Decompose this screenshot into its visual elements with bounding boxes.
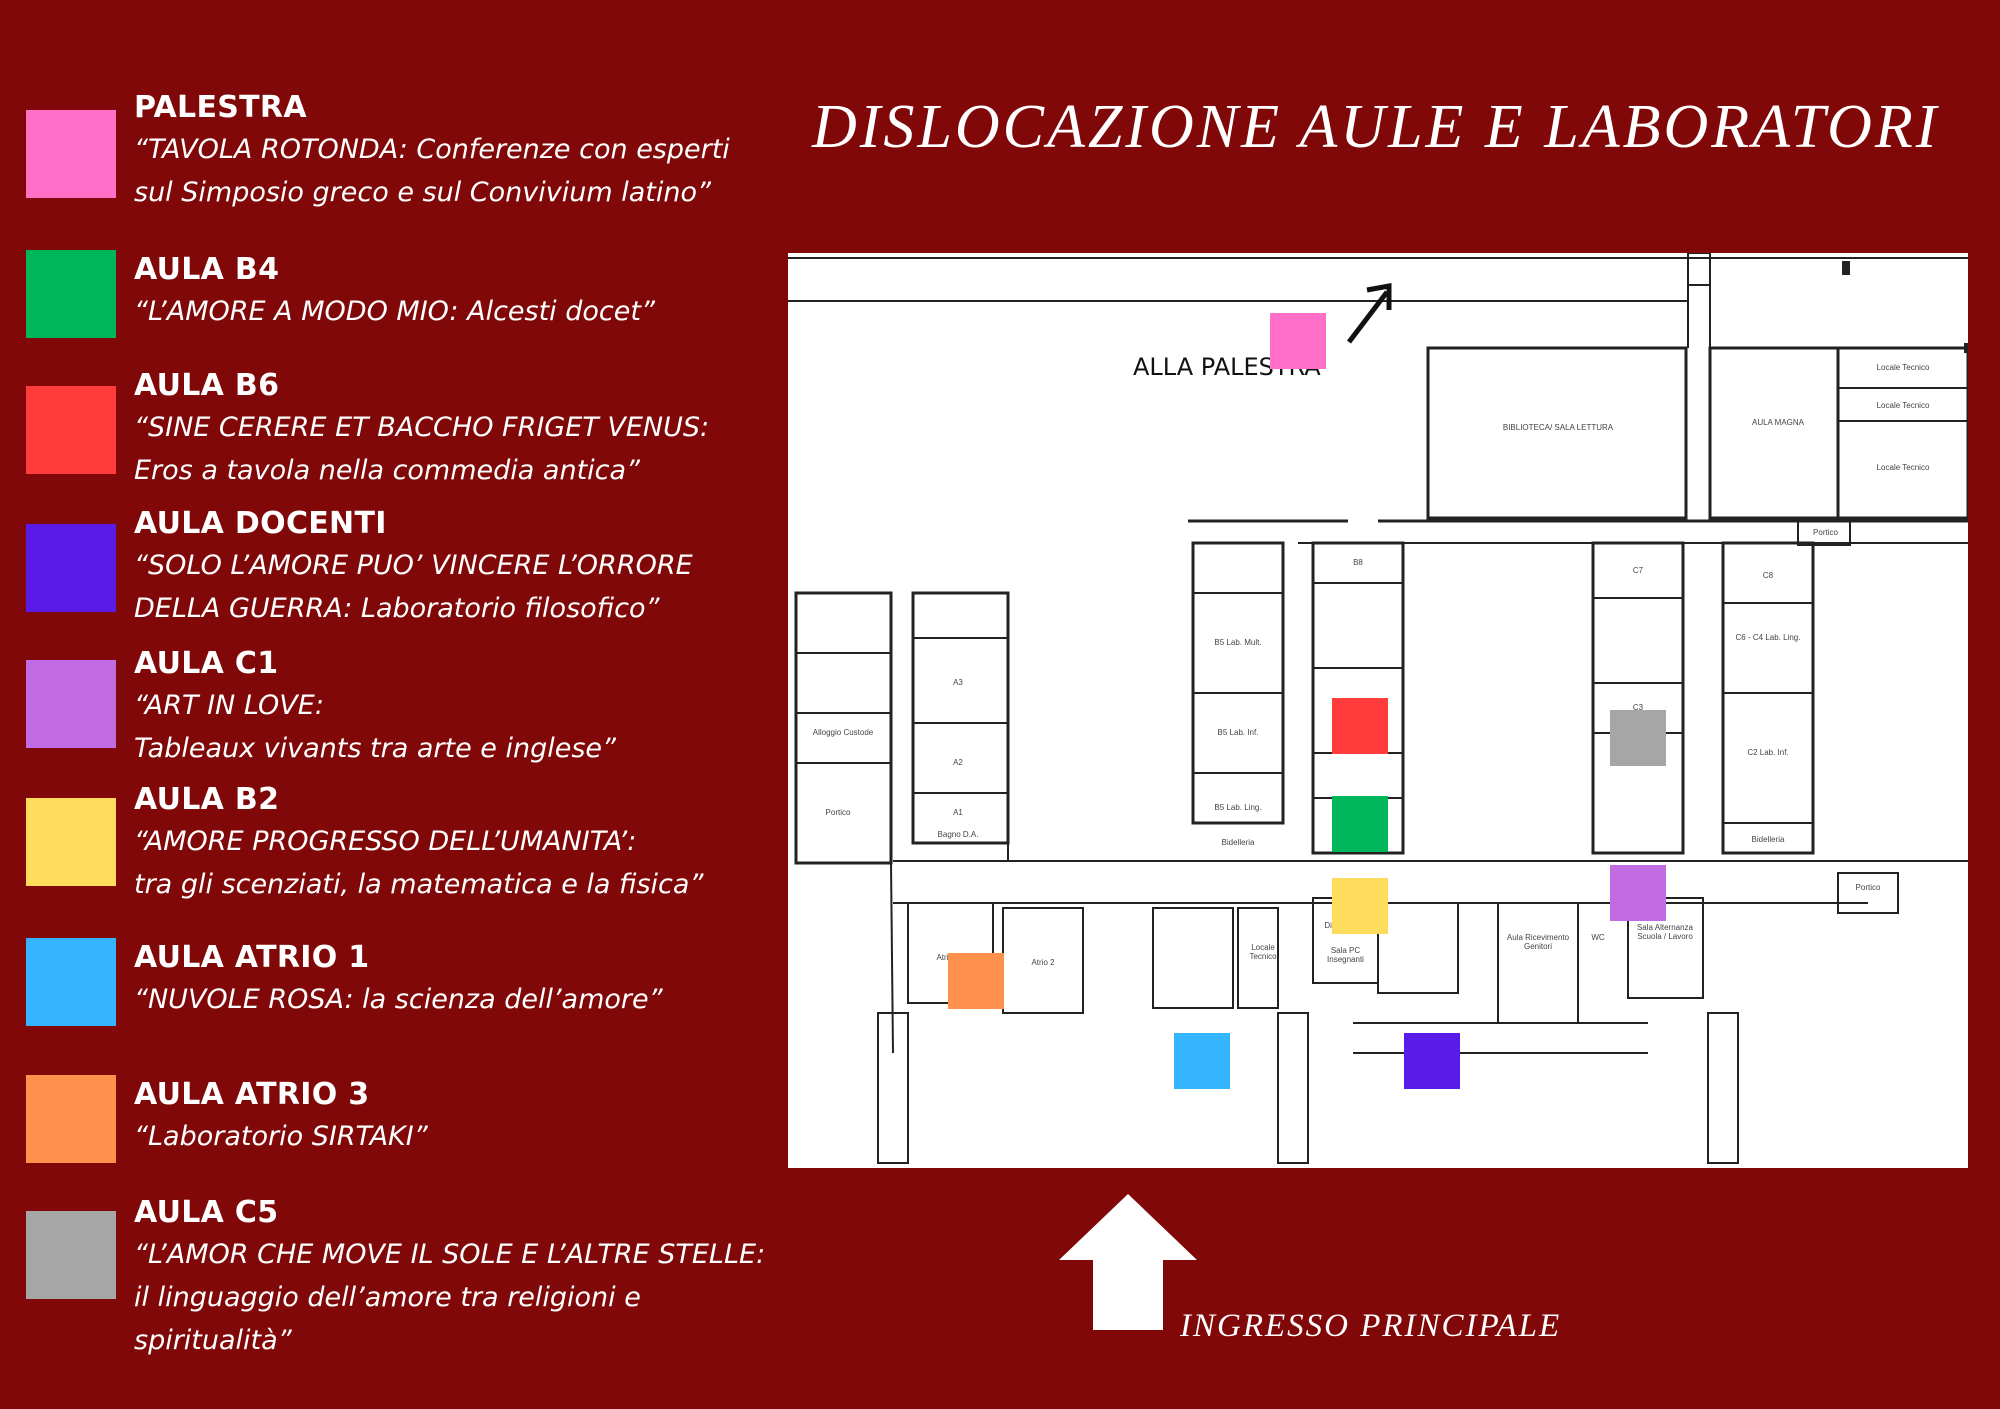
room-label: Portico: [1813, 528, 1838, 537]
room-label: Locale Tecnico: [1249, 943, 1277, 961]
floor-plan-walls: [788, 253, 1968, 1164]
marker-aula-c5: [1610, 710, 1666, 766]
color-swatch: [26, 938, 116, 1026]
room-label: C3: [1632, 703, 1644, 712]
room-label: Locale Tecnico: [1876, 363, 1930, 372]
marker-aula-atrio-1: [1174, 1033, 1230, 1089]
marker-palestra: [1270, 313, 1326, 369]
marker-aula-b2: [1332, 878, 1388, 934]
legend-description: “TAVOLA ROTONDA: Conferenze con esperti …: [134, 134, 730, 208]
entrance-arrow-icon: [1059, 1194, 1197, 1330]
room-label: Alloggio Custode: [812, 728, 874, 737]
legend-description: “AMORE PROGRESSO DELL’UMANITA’: tra gli …: [134, 826, 704, 900]
legend-description: “SINE CERERE ET BACCHO FRIGET VENUS: Ero…: [134, 412, 710, 486]
room-label: C2 Lab. Inf.: [1747, 748, 1789, 757]
legend-title: AULA B2: [134, 782, 280, 817]
room-label: Locale Tecnico: [1876, 463, 1930, 472]
legend-description: “L’AMOR CHE MOVE IL SOLE E L’ALTRE STELL…: [134, 1239, 766, 1356]
room-label: AULA MAGNA: [1751, 418, 1804, 427]
color-swatch: [26, 110, 116, 198]
room-label: C8: [1762, 571, 1774, 580]
marker-aula-c1: [1610, 865, 1666, 921]
page-title: DISLOCAZIONE AULE E LABORATORI: [812, 93, 1940, 161]
room-label: A2: [953, 758, 963, 767]
room-label: Sala PC Insegnanti: [1327, 946, 1364, 964]
legend-title: AULA B4: [134, 252, 280, 287]
room-label: C7: [1632, 566, 1644, 575]
legend-title: PALESTRA: [134, 90, 307, 125]
legend-description: “Laboratorio SIRTAKI”: [134, 1121, 428, 1152]
room-label: Bidelleria: [1221, 838, 1255, 847]
room-label: B5 Lab. Mult.: [1214, 638, 1262, 647]
room-label: Portico: [825, 808, 851, 817]
color-swatch: [26, 386, 116, 474]
room-label: Atrio 2: [1031, 958, 1055, 967]
legend-description: “ART IN LOVE: Tableaux vivants tra arte …: [134, 690, 616, 764]
legend-description: “NUVOLE ROSA: la scienza dell’amore”: [134, 984, 663, 1015]
legend-title: AULA ATRIO 3: [134, 1077, 370, 1112]
entrance-label: INGRESSO PRINCIPALE: [1180, 1308, 1562, 1344]
legend-description: “L’AMORE A MODO MIO: Alcesti docet”: [134, 296, 655, 327]
room-label: Bagno D.A.: [937, 830, 979, 839]
color-swatch: [26, 524, 116, 612]
marker-aula-docenti: [1404, 1033, 1460, 1089]
marker-aula-atrio-3: [948, 953, 1004, 1009]
legend-title: AULA B6: [134, 368, 280, 403]
room-label: B5 Lab. Ling.: [1214, 803, 1262, 812]
color-swatch: [26, 1075, 116, 1163]
room-label: Aula Ricevimento Genitori: [1506, 933, 1570, 951]
room-label: B5 Lab. Inf.: [1217, 728, 1259, 737]
room-label: Portico: [1855, 883, 1881, 892]
room-label: B8: [1353, 558, 1363, 567]
legend: PALESTRA “TAVOLA ROTONDA: Conferenze con…: [0, 0, 800, 1409]
legend-description: “SOLO L’AMORE PUO’ VINCERE L’ORRORE DELL…: [134, 550, 693, 624]
room-label: C6 - C4 Lab. Ling.: [1735, 633, 1801, 642]
color-swatch: [26, 1211, 116, 1299]
room-label: BIBLIOTECA/ SALA LETTURA: [1502, 423, 1614, 432]
legend-title: AULA ATRIO 1: [134, 940, 370, 975]
color-swatch: [26, 660, 116, 748]
legend-title: AULA DOCENTI: [134, 506, 387, 541]
room-label: Locale Tecnico: [1876, 401, 1930, 410]
color-swatch: [26, 798, 116, 886]
room-label: A3: [953, 678, 963, 687]
legend-title: AULA C1: [134, 646, 279, 681]
arrow-up-right-icon: [1347, 283, 1392, 344]
room-label: A1: [953, 808, 963, 817]
color-swatch: [26, 250, 116, 338]
room-label: Sala Alternanza Scuola / Lavoro: [1636, 923, 1694, 941]
room-label: Bidelleria: [1751, 835, 1785, 844]
legend-title: AULA C5: [134, 1195, 279, 1230]
marker-aula-b6: [1332, 698, 1388, 754]
room-label: WC: [1591, 933, 1605, 942]
floor-plan: BIBLIOTECA/ SALA LETTURA AULA MAGNA Loca…: [788, 253, 1968, 1168]
marker-aula-b4: [1332, 796, 1388, 852]
